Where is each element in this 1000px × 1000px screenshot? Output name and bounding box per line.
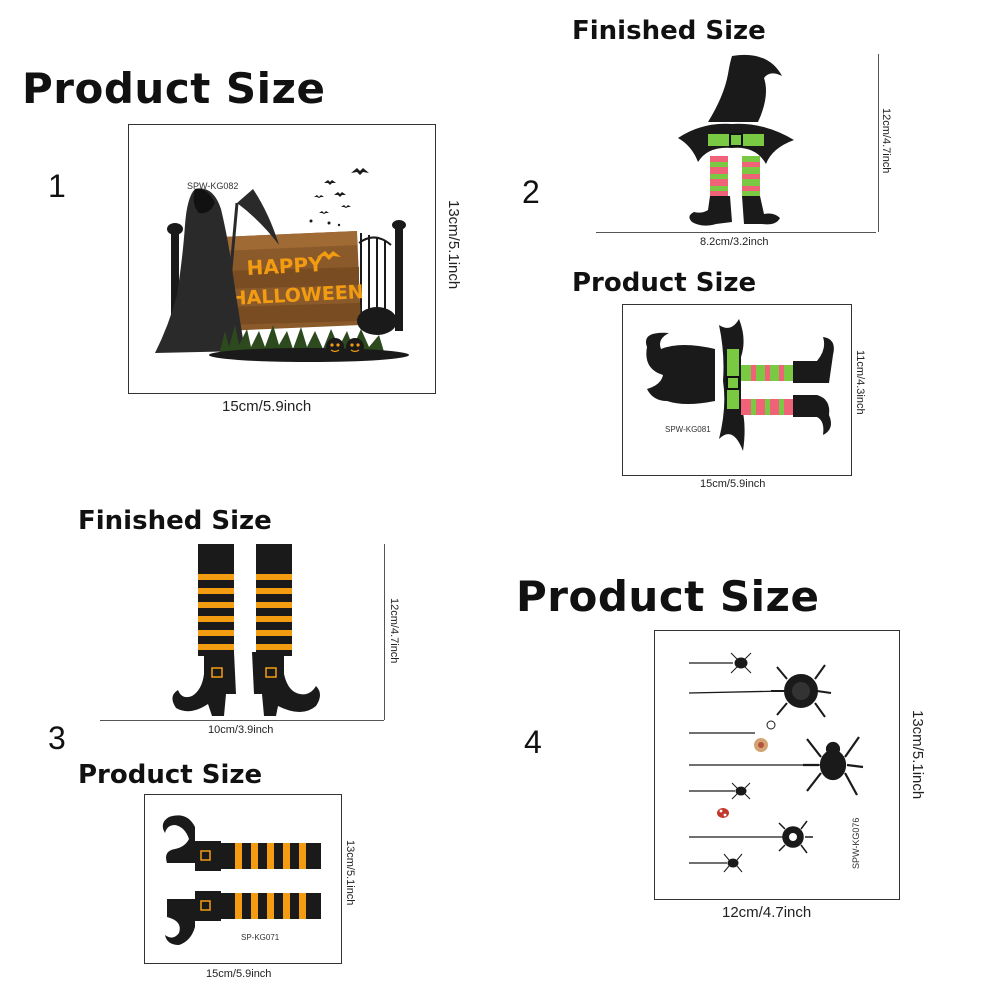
section3-finished-height-line [384,544,385,720]
section3-product-width-label: 15cm/5.9inch [206,968,272,980]
section1-code: SPW-KG082 [187,181,239,191]
section4-width-label: 12cm/4.7inch [722,904,812,921]
section1-height-label: 13cm/5.1inch [445,200,462,290]
section3-product-height-label: 13cm/5.1inch [344,840,356,906]
section4-height-label: 13cm/5.1inch [909,710,926,800]
section3-finished-width-label: 10cm/3.9inch [208,724,274,736]
section3-product-heading: Product Size [78,760,263,790]
section2-number: 2 [522,174,540,210]
section1-heading: Product Size [22,64,326,113]
section3-finished-height-label: 12cm/4.7inch [388,598,400,664]
section4-heading: Product Size [516,572,820,621]
section2-product-heading: Product Size [572,268,757,298]
section4-number: 4 [524,724,542,760]
section3-number: 3 [48,720,66,756]
section1-product-box: SPW-KG082 HAPPY HALLOWEEN [128,124,436,394]
section3-code: SP-KG071 [241,933,280,942]
witch-hat-legs-finished-icon [678,54,794,226]
witch-hat-legs-product-icon [645,319,834,451]
spider-stakes-icon [688,652,864,873]
section3-product-box: SP-KG071 [144,794,342,964]
section2-finished-heading: Finished Size [572,16,766,46]
section2-code: SPW-KG081 [665,425,711,434]
section2-finished-height-line [878,54,879,232]
section1-width-label: 15cm/5.9inch [222,398,312,415]
section4-product-box: SPW-KG076 [654,630,900,900]
section2-finished-width-label: 8.2cm/3.2inch [700,236,769,248]
section2-finished-height-label: 12cm/4.7inch [880,108,892,174]
section1-number: 1 [48,168,66,204]
section3-finished-heading: Finished Size [78,506,272,536]
witch-striped-legs-finished-icon [172,544,320,716]
section3-finished-width-line [100,720,384,721]
section2-finished-width-line [596,232,876,233]
section2-product-height-label: 11cm/4.3inch [854,350,866,415]
witch-striped-legs-product-icon [162,815,321,945]
sign-line1: HAPPY [246,252,324,280]
section2-product-width-label: 15cm/5.9inch [700,478,766,490]
section2-product-box: SPW-KG081 [622,304,852,476]
grim-reaper-halloween-sign-icon: HAPPY HALLOWEEN [155,168,409,362]
